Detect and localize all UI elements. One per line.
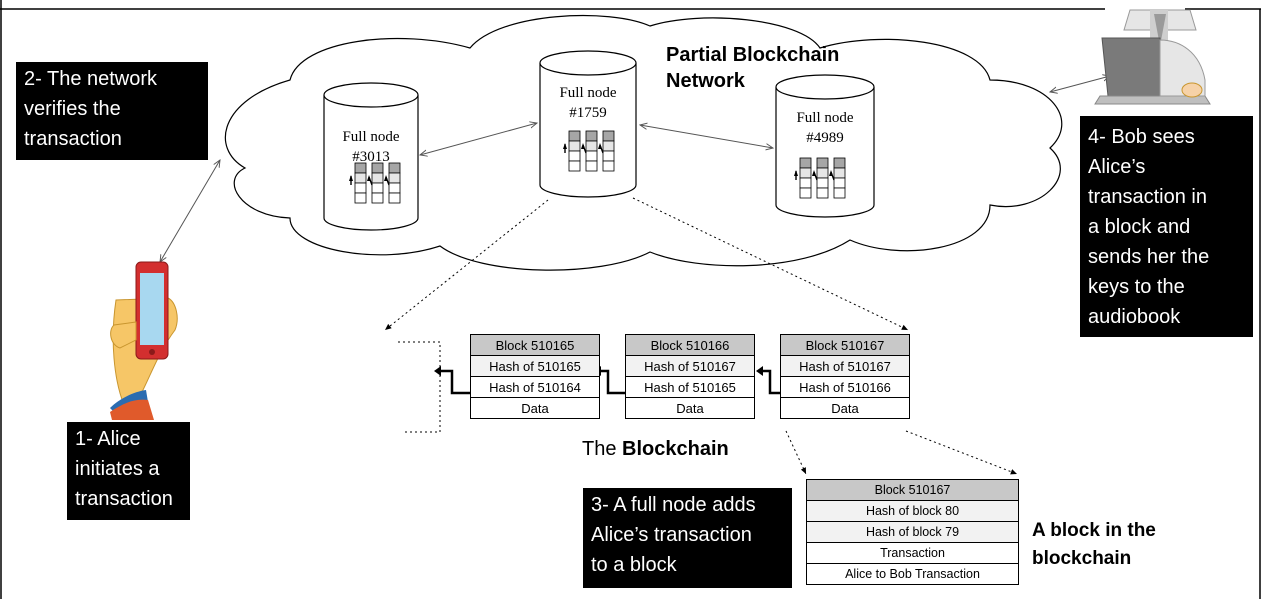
- detail-row: Alice to Bob Transaction: [806, 563, 1019, 585]
- callout-line: 4- Bob sees: [1088, 126, 1195, 148]
- block-data: Data: [625, 397, 755, 419]
- block-510166: Block 510166 Hash of 510167 Hash of 5101…: [625, 334, 755, 419]
- callout-line: 3- A full node adds: [591, 494, 756, 516]
- network-title: Partial Blockchain Network: [666, 42, 839, 94]
- callout-line: audiobook: [1088, 306, 1181, 328]
- block-hash-prev: Hash of 510164: [470, 376, 600, 398]
- full-node-1759-cylinder: [539, 50, 637, 198]
- detail-zoom-right: [905, 430, 1018, 475]
- step-4-callout: 4- Bob sees Alice’s transaction in a blo…: [1080, 116, 1253, 337]
- block-data: Data: [780, 397, 910, 419]
- arrow-1759-4989: [640, 125, 773, 148]
- full-node-4989-cylinder: [775, 74, 875, 218]
- block-510167: Block 510167 Hash of 510167 Hash of 5101…: [780, 334, 910, 419]
- network-title-line: Partial Blockchain: [666, 44, 840, 66]
- block-hash-prev: Hash of 510166: [780, 376, 910, 398]
- block-data: Data: [470, 397, 600, 419]
- arrow-alice-network: [160, 160, 220, 262]
- blockchain-caption: The Blockchain: [582, 436, 729, 462]
- node-name: Full node: [342, 129, 400, 145]
- link-510165-prev: [441, 369, 470, 395]
- chain-continuation: [398, 341, 441, 433]
- detail-block-510167: Block 510167 Hash of block 80 Hash of bl…: [806, 479, 1019, 585]
- block-title: Block 510167: [780, 334, 910, 356]
- step-3-callout: 3- A full node adds Alice’s transaction …: [583, 488, 792, 588]
- node-label-3013: Full node #3013: [331, 127, 411, 167]
- caption-line: A block in the: [1032, 520, 1156, 541]
- detail-row: Transaction: [806, 542, 1019, 564]
- detail-row: Hash of block 80: [806, 500, 1019, 522]
- block-hash-prev: Hash of 510165: [625, 376, 755, 398]
- alice-phone-illustration: [110, 261, 178, 420]
- node-label-4989: Full node #4989: [785, 108, 865, 148]
- detail-block-title: Block 510167: [806, 479, 1019, 501]
- caption-prefix: The: [582, 438, 617, 460]
- detail-block-caption: A block in the blockchain: [1032, 517, 1156, 573]
- callout-line: Alice’s: [1088, 156, 1146, 178]
- block-title: Block 510166: [625, 334, 755, 356]
- step-1-callout: 1- Alice initiates a transaction: [67, 422, 190, 520]
- step-2-callout: 2- The network verifies the transaction: [16, 62, 208, 160]
- arrow-3013-1759: [420, 123, 537, 155]
- callout-line: transaction: [24, 128, 122, 150]
- callout-line: to a block: [591, 554, 677, 576]
- node-id: #1759: [569, 105, 607, 121]
- zoom-line-right: [632, 197, 909, 331]
- block-hash-self: Hash of 510167: [625, 355, 755, 377]
- callout-line: 1- Alice: [75, 428, 141, 450]
- callout-line: Alice’s transaction: [591, 524, 752, 546]
- callout-line: 2- The network: [24, 68, 158, 90]
- detail-zoom-left: [785, 430, 807, 475]
- full-node-3013-cylinder: [323, 82, 419, 231]
- callout-line: keys to the: [1088, 276, 1185, 298]
- block-hash-self: Hash of 510167: [780, 355, 910, 377]
- link-510166-510165: [601, 369, 625, 395]
- callout-line: initiates a: [75, 458, 160, 480]
- block-title: Block 510165: [470, 334, 600, 356]
- node-id: #4989: [806, 130, 844, 146]
- detail-row: Hash of block 79: [806, 521, 1019, 543]
- network-title-line: Network: [666, 70, 745, 92]
- node-id: #3013: [352, 149, 390, 165]
- caption-bold: Blockchain: [622, 438, 729, 460]
- bob-laptop-illustration: [1094, 9, 1211, 105]
- node-name: Full node: [796, 110, 854, 126]
- node-name: Full node: [559, 85, 617, 101]
- callout-line: verifies the: [24, 98, 121, 120]
- callout-line: transaction in: [1088, 186, 1207, 208]
- block-510165: Block 510165 Hash of 510165 Hash of 5101…: [470, 334, 600, 419]
- callout-line: transaction: [75, 488, 173, 510]
- caption-line: blockchain: [1032, 548, 1132, 569]
- arrow-bob-network: [1050, 76, 1110, 92]
- callout-line: a block and: [1088, 216, 1191, 238]
- callout-line: sends her the: [1088, 246, 1210, 268]
- node-label-1759: Full node #1759: [548, 83, 628, 123]
- block-hash-self: Hash of 510165: [470, 355, 600, 377]
- link-510167-510166: [763, 369, 780, 395]
